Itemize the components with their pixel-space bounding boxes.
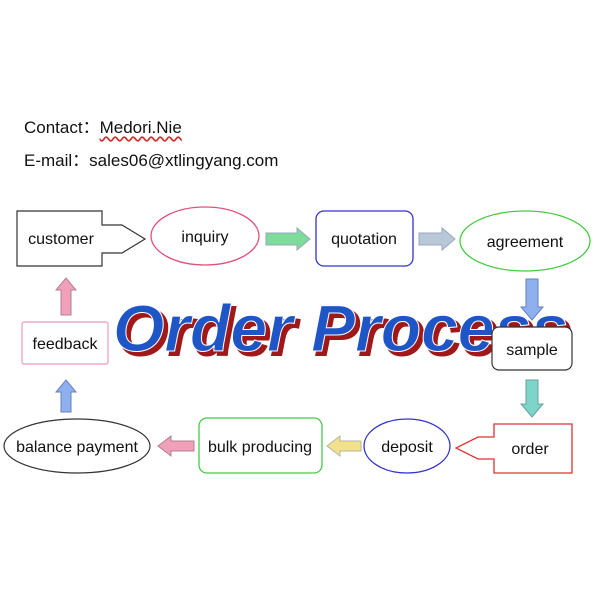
node-label: customer <box>28 231 94 248</box>
arrow-quotation-to-agreement <box>418 226 456 252</box>
arrow-inquiry-to-quotation <box>265 226 311 252</box>
diagram-title: Order Process <box>113 291 568 365</box>
node-label: feedback <box>33 336 99 353</box>
node-bulk-producing: bulk producing <box>198 417 323 474</box>
arrow-balance-to-feedback <box>54 379 78 413</box>
arrow-sample-to-order <box>519 379 545 418</box>
contact-line: Contact：Medori.Nie <box>24 113 182 138</box>
node-order: order <box>454 423 573 474</box>
node-sample: sample <box>491 326 573 371</box>
contact-name: Medori.Nie <box>99 118 182 137</box>
node-deposit: deposit <box>363 418 451 474</box>
arrow-feedback-to-customer <box>54 277 78 316</box>
node-customer: customer <box>16 210 147 267</box>
contact-label: Contact： <box>24 118 100 137</box>
node-inquiry: inquiry <box>150 206 260 266</box>
arrow-bulk-to-balance <box>157 434 195 458</box>
email-label: E-mail： <box>24 151 90 170</box>
node-label: sample <box>506 342 558 359</box>
node-agreement: agreement <box>459 210 591 272</box>
email-address: sales06@xtlingyang.com <box>89 151 279 170</box>
node-label: inquiry <box>181 229 228 246</box>
arrow-deposit-to-bulk <box>326 434 362 458</box>
node-label: balance payment <box>16 439 138 456</box>
node-label: quotation <box>331 231 397 248</box>
node-label: deposit <box>381 439 433 456</box>
node-quotation: quotation <box>315 210 414 267</box>
email-line: E-mail：sales06@xtlingyang.com <box>24 146 278 171</box>
node-feedback: feedback <box>21 321 109 365</box>
arrow-agreement-to-sample <box>519 278 545 321</box>
node-label: agreement <box>487 234 564 251</box>
node-label: order <box>511 441 549 458</box>
node-label: bulk producing <box>208 439 312 456</box>
node-balance-payment: balance payment <box>3 418 151 474</box>
